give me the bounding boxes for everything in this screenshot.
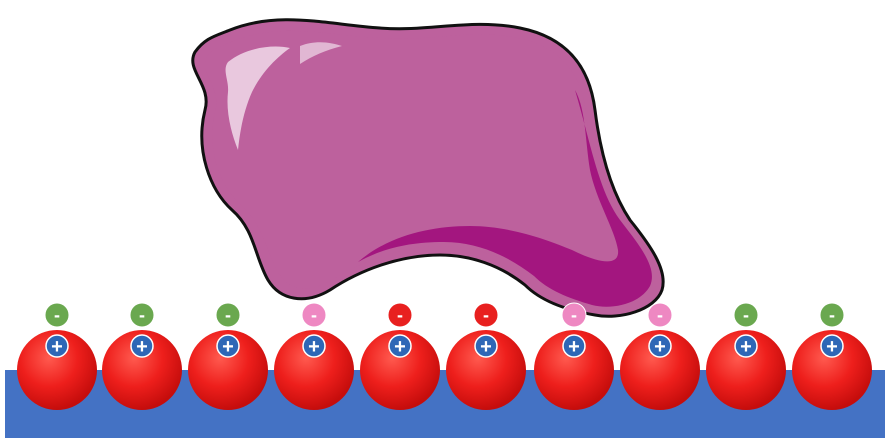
negative-charge-symbol: - <box>829 305 835 325</box>
negative-charge-symbol: - <box>225 305 231 325</box>
positive-charge-symbol: + <box>136 336 148 358</box>
positive-charge-symbol: + <box>51 336 63 358</box>
negative-charge-symbol: - <box>397 305 403 325</box>
positive-charge-symbol: + <box>222 336 234 358</box>
positive-charge-symbol: + <box>308 336 320 358</box>
negative-charge-symbol: - <box>311 305 317 325</box>
positive-charge-symbol: + <box>480 336 492 358</box>
negative-charge-symbol: - <box>571 305 577 325</box>
anion-row: ---------- <box>45 303 844 327</box>
positive-charge-symbol: + <box>826 336 838 358</box>
negative-charge-symbol: - <box>54 305 60 325</box>
liquid-droplet <box>193 20 663 316</box>
positive-charge-symbol: + <box>654 336 666 358</box>
positive-charge-symbol: + <box>568 336 580 358</box>
positive-charge-symbol: + <box>740 336 752 358</box>
negative-charge-symbol: - <box>743 305 749 325</box>
positive-charge-symbol: + <box>394 336 406 358</box>
negative-charge-symbol: - <box>139 305 145 325</box>
negative-charge-symbol: - <box>483 305 489 325</box>
negative-charge-symbol: - <box>657 305 663 325</box>
